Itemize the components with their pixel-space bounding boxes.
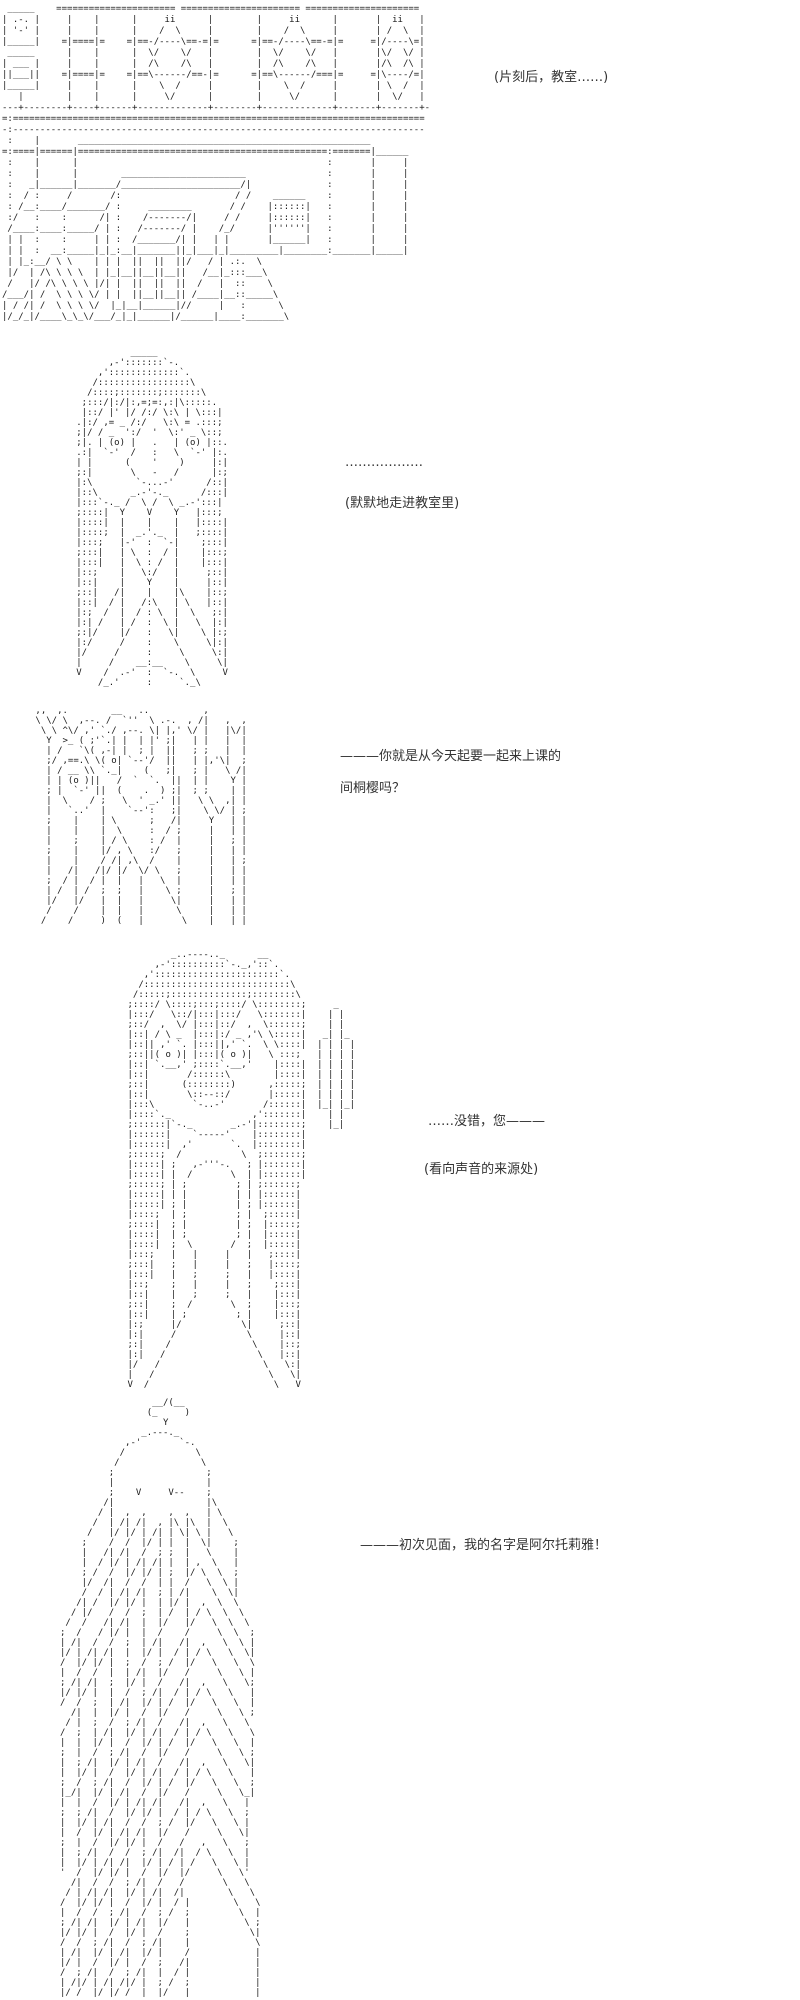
caption-ellipsis: ……………… xyxy=(345,455,423,470)
ascii-art-girl-turning: _..----.._ __ ,-'::::::::::`-._,'::`. ,'… xyxy=(127,950,356,1390)
ascii-art-girl-entering: _____ ,-':::::::`-. ,':::::::::::::`. /:… xyxy=(76,348,228,688)
caption-scene-note: (片刻后，教室……) xyxy=(494,70,609,85)
caption-dialogue-intro: ———初次见面，我的名字是阿尔托莉雅！ xyxy=(360,1538,608,1553)
ascii-art-artoria-greeting: __/(__ (_ ) Y _.---._ ,-' `-. / \ / \ ; … xyxy=(60,1398,261,1998)
caption-dialogue-question-line2: 间桐樱吗？ xyxy=(340,781,406,796)
caption-action-look: (看向声音的来源处) xyxy=(424,1162,539,1177)
caption-action-enter: (默默地走进教室里) xyxy=(345,496,460,511)
caption-dialogue-question-line1: ———你就是从今天起要一起来上课的 xyxy=(340,749,562,764)
ascii-art-speaker-bust: ,, ,. __ .. , \ \/ \ ,--. / `'' \ .-. , … xyxy=(35,706,247,926)
ascii-art-classroom-scene: _____ ====================== ===========… xyxy=(2,4,431,322)
caption-dialogue-reply: ……没错，您——— xyxy=(428,1114,546,1129)
